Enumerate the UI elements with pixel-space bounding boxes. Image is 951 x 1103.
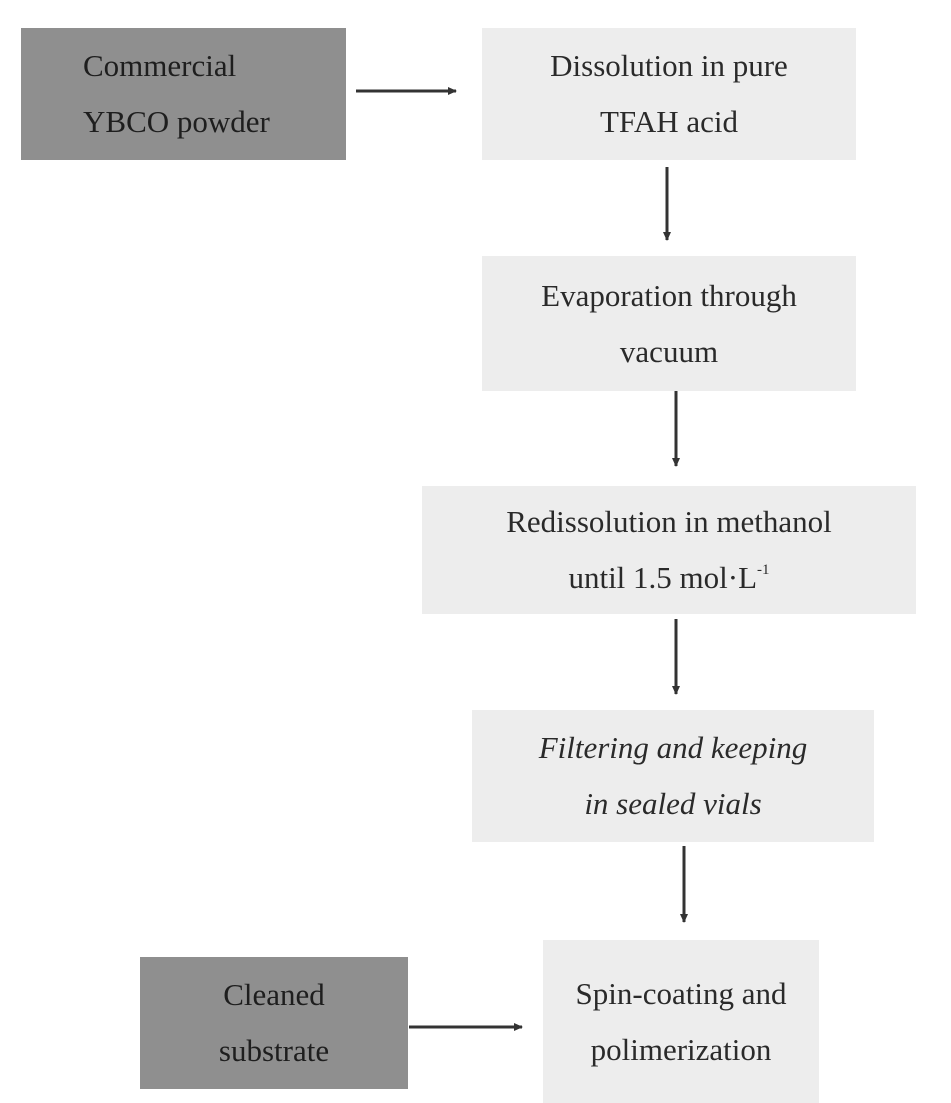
node-label-line: Evaporation through bbox=[541, 277, 797, 313]
node-label-line: in sealed vials bbox=[584, 786, 762, 821]
node-spin-coating-polimerization: Spin-coating and polimerization bbox=[543, 940, 819, 1103]
node-label-line: substrate bbox=[218, 1033, 330, 1068]
node-label-line: Redissolution in methanol bbox=[506, 504, 832, 539]
node-label-line: Commercial bbox=[83, 48, 237, 83]
node-label-line: Dissolution in pure bbox=[550, 48, 788, 83]
node-label-line: Cleaned bbox=[223, 977, 325, 1012]
node-label-line: TFAH acid bbox=[599, 104, 739, 139]
concentration-exponent: -1 bbox=[757, 561, 770, 578]
node-filtering-sealed-vials: Filtering and keeping in sealed vials bbox=[472, 710, 874, 842]
node-label-line: Filtering and keeping bbox=[538, 730, 808, 765]
node-commercial-ybco-powder: Commercial YBCO powder bbox=[21, 28, 346, 160]
node-redissolution-methanol: Redissolution in methanol until 1.5 mol·… bbox=[422, 486, 916, 614]
node-label-line: polimerization bbox=[590, 1031, 772, 1067]
node-dissolution-tfah: Dissolution in pure TFAH acid bbox=[482, 28, 856, 160]
node-cleaned-substrate: Cleaned substrate bbox=[140, 957, 408, 1089]
node-label-line: vacuum bbox=[619, 333, 719, 369]
node-label-line: Spin-coating and bbox=[575, 975, 787, 1011]
node-evaporation-vacuum: Evaporation through vacuum bbox=[482, 256, 856, 391]
node-label-line: YBCO powder bbox=[83, 104, 270, 139]
node-label-line: until 1.5 mol·L-1 bbox=[568, 550, 769, 606]
concentration-text: until 1.5 mol·L bbox=[568, 560, 758, 595]
